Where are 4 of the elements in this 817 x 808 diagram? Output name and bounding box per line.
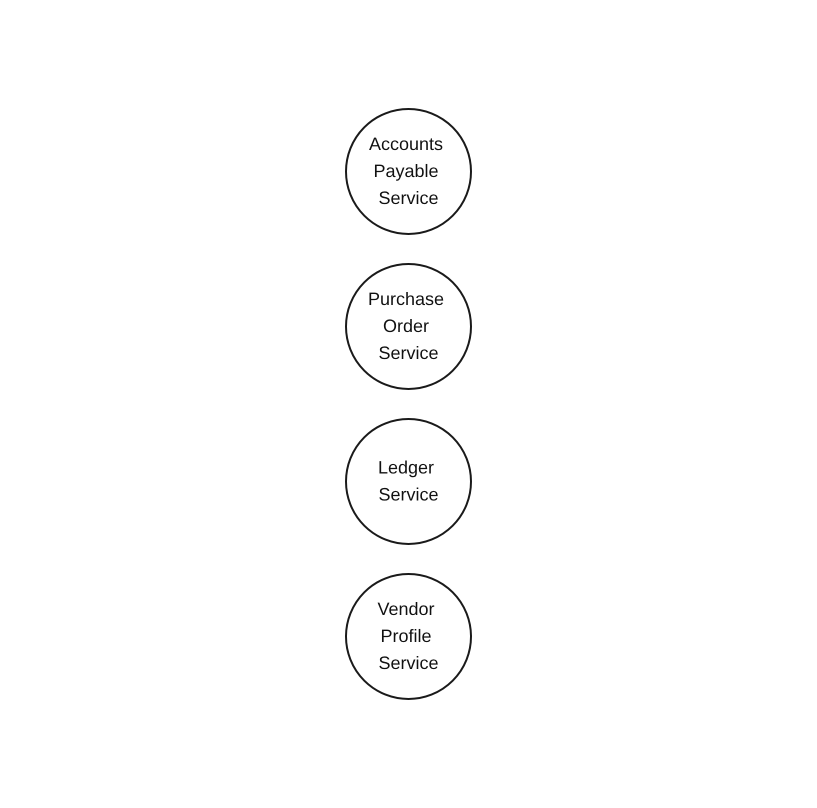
node-circle: Purchase Order Service <box>345 263 472 390</box>
node-circle: Ledger Service <box>345 418 472 545</box>
node-circle: Accounts Payable Service <box>345 108 472 235</box>
node-circle: Vendor Profile Service <box>345 573 472 700</box>
